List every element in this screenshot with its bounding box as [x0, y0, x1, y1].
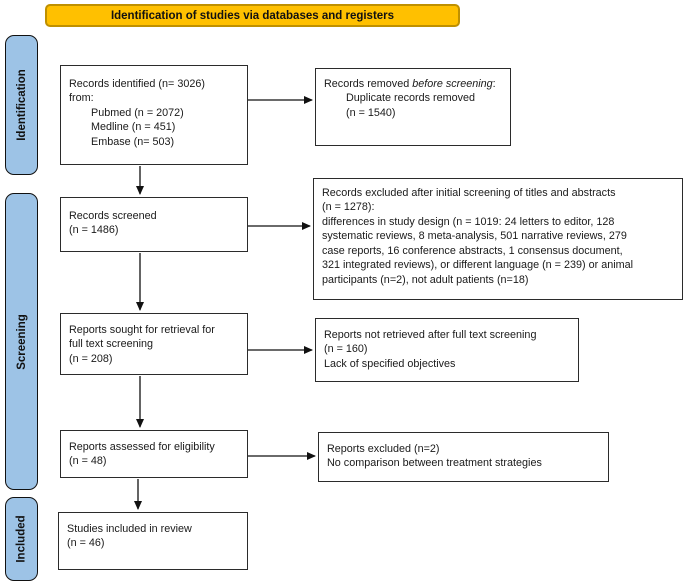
- duplicates-removed-line: Duplicate records removed: [346, 92, 476, 105]
- reports-assessed-count: (n = 48): [69, 455, 107, 468]
- records-excluded-initial-box: Records excluded after initial screening…: [313, 178, 683, 300]
- not-retrieved-line1: Reports not retrieved after full text sc…: [324, 329, 537, 341]
- records-identified-title: Records identified (n= 3026): [69, 78, 205, 90]
- excluded-initial-line3: differences in study design (n = 1019: 2…: [322, 215, 615, 228]
- stage-bar-identification: Identification: [5, 35, 38, 175]
- excluded-initial-line4: systematic reviews, 8 meta-analysis, 501…: [322, 230, 627, 243]
- studies-included-box: Studies included in review (n = 46): [58, 512, 248, 570]
- records-identified-subtitle: from:: [69, 92, 94, 105]
- excluded-initial-line2: (n = 1278):: [322, 201, 375, 214]
- source-embase: Embase (n= 503): [91, 135, 175, 148]
- excluded-eligibility-reason: No comparison between treatment strategi…: [327, 457, 542, 470]
- reports-excluded-eligibility-box: Reports excluded (n=2) No comparison bet…: [318, 432, 609, 482]
- records-removed-box: Records removed before screening: Duplic…: [315, 68, 511, 146]
- records-removed-title-normal: Records removed: [324, 78, 413, 90]
- records-removed-title-italic: before screening: [412, 78, 493, 90]
- excluded-initial-line6: 321 integrated reviews), or different la…: [322, 259, 633, 272]
- reports-assessed-box: Reports assessed for eligibility (n = 48…: [60, 430, 248, 478]
- reports-sought-count: (n = 208): [69, 352, 113, 365]
- records-removed-title-colon: :: [492, 78, 496, 90]
- stage-label-screening: Screening: [15, 313, 28, 370]
- reports-sought-box: Reports sought for retrieval for full te…: [60, 313, 248, 375]
- excluded-initial-line5: case reports, 16 conference abstracts, 1…: [322, 244, 623, 257]
- studies-included-count: (n = 46): [67, 537, 105, 550]
- excluded-initial-line1: Records excluded after initial screening…: [322, 187, 616, 199]
- reports-sought-line2: full text screening: [69, 338, 154, 351]
- excluded-initial-line7: participants (n=2), not adult patients (…: [322, 273, 529, 286]
- records-identified-box: Records identified (n= 3026) from: Pubme…: [60, 65, 248, 165]
- stage-bar-screening: Screening: [5, 193, 38, 490]
- excluded-eligibility-count: Reports excluded (n=2): [327, 443, 440, 455]
- reports-not-retrieved-box: Reports not retrieved after full text sc…: [315, 318, 579, 382]
- stage-bar-included: Included: [5, 497, 38, 581]
- reports-sought-line1: Reports sought for retrieval for: [69, 324, 215, 336]
- not-retrieved-count: (n = 160): [324, 343, 368, 356]
- stage-label-identification: Identification: [15, 69, 28, 141]
- reports-assessed-line: Reports assessed for eligibility: [69, 441, 215, 453]
- duplicates-removed-count: (n = 1540): [346, 106, 396, 119]
- records-screened-box: Records screened (n = 1486): [60, 197, 248, 252]
- records-screened-count: (n = 1486): [69, 224, 119, 237]
- stage-label-included: Included: [15, 515, 28, 563]
- source-medline: Medline (n = 451): [91, 121, 176, 134]
- not-retrieved-reason: Lack of specified objectives: [324, 357, 456, 370]
- banner-title: Identification of studies via databases …: [45, 4, 460, 27]
- records-screened-line: Records screened: [69, 210, 157, 222]
- records-removed-title: Records removed before screening:: [324, 77, 502, 91]
- studies-included-line: Studies included in review: [67, 523, 192, 535]
- source-pubmed: Pubmed (n = 2072): [91, 106, 184, 119]
